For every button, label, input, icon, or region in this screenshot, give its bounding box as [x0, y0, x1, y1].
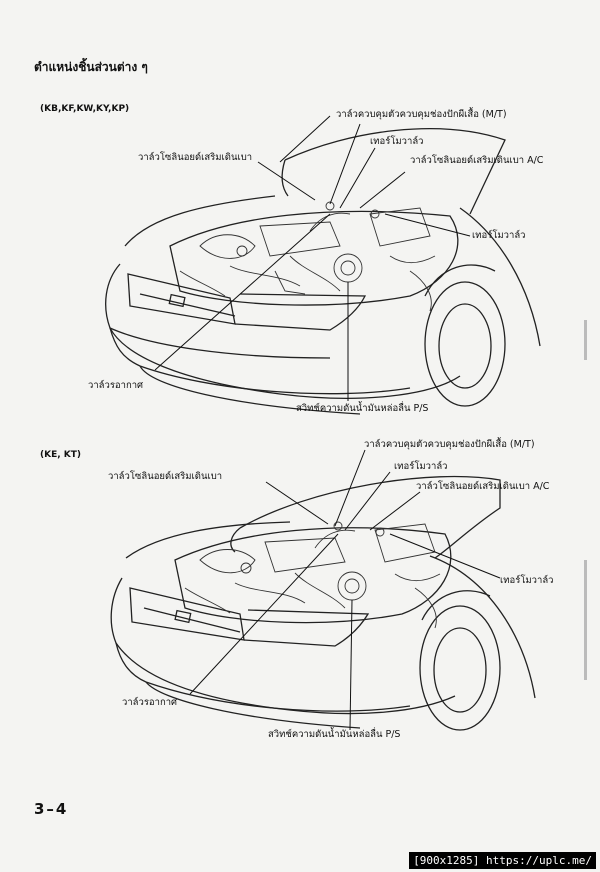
callout-fast-idle-cooling-valve: วาล์วควบคุมตัวควบคุมช่องปักผีเสื้อ (M/T) [336, 109, 507, 120]
watermark-label: [900x1285] https://uplc.me/ [409, 852, 596, 869]
binding-edge-mark [584, 320, 587, 360]
model-codes-bottom: (KE, KT) [40, 450, 82, 460]
callout-thermo-valve-upper: เทอร์โมวาล์ว [370, 136, 424, 147]
callout-ps-pressure-switch-2: สวิทช์ความดันน้ำมันหล่อลื่น P/S [268, 729, 401, 740]
callout-idle-boost-solenoid-2: วาล์วโซลินอยด์เสริมเดินเบา [108, 471, 223, 482]
engine-diagram-bottom: (KE, KT) วาล์วควบคุมตัวควบคุมช่องปักผีเส… [30, 438, 570, 768]
callout-thermo-valve-lower-2: เทอร์โมวาล์ว [500, 575, 554, 586]
car-engine-illustration-top [105, 115, 541, 415]
car-engine-illustration-bottom [110, 449, 536, 731]
callout-thermo-valve-lower: เทอร์โมวาล์ว [472, 230, 526, 241]
callout-air-valve-2: วาล์วรอากาศ [122, 697, 178, 708]
callout-ps-pressure-switch: สวิทช์ความดันน้ำมันหล่อลื่น P/S [296, 403, 429, 414]
model-codes-top: (KB,KF,KW,KY,KP) [40, 104, 130, 114]
binding-edge-mark [584, 560, 587, 680]
callout-air-valve: วาล์วรอากาศ [88, 380, 144, 391]
page-number: 3–4 [34, 800, 69, 818]
callout-idle-boost-solenoid-ac: วาล์วโซลินอยด์เสริมเดินเบา A/C [410, 155, 544, 166]
callout-idle-boost-solenoid: วาล์วโซลินอยด์เสริมเดินเบา [138, 152, 253, 163]
callout-idle-boost-solenoid-ac-2: วาล์วโซลินอยด์เสริมเดินเบา A/C [416, 481, 550, 492]
callout-fast-idle-cooling-valve-2: วาล์วควบคุมตัวควบคุมช่องปักผีเสื้อ (M/T) [364, 439, 535, 450]
callout-thermo-valve-upper-2: เทอร์โมวาล์ว [394, 461, 448, 472]
engine-diagram-top: (KB,KF,KW,KY,KP) วาล์วควบคุมตัวควบคุมช่อ… [30, 96, 570, 426]
page-header: ตำแหน่งชิ้นส่วนต่าง ๆ [34, 60, 148, 74]
